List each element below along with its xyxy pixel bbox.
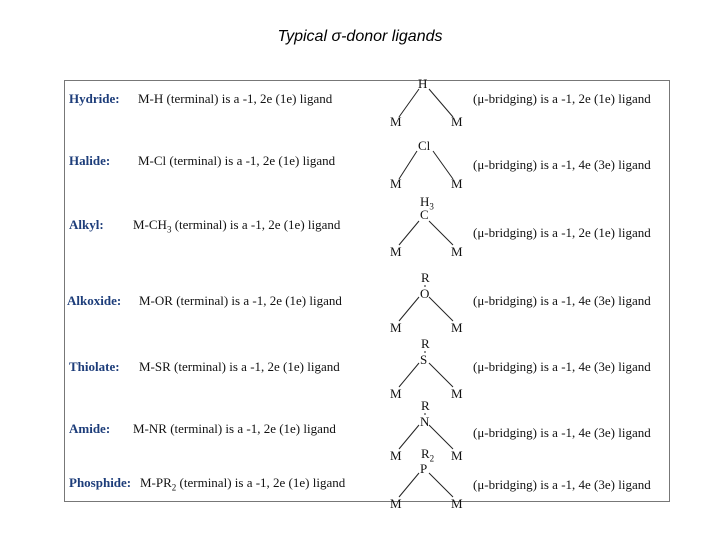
metal-left-label: M	[390, 176, 402, 191]
ligand-row-thiolate: Thiolate: M-SR (terminal) is a -1, 2e (1…	[65, 337, 669, 419]
bridge-bonds	[398, 88, 454, 118]
metal-right-label: M	[451, 386, 463, 401]
metal-right-label: M	[451, 244, 463, 259]
metal-left-label: M	[390, 244, 402, 259]
ligand-name: Thiolate:	[69, 359, 120, 374]
ligand-name: Alkyl:	[69, 217, 104, 232]
bridging-structure: M M H	[385, 76, 465, 131]
bridge-atom-label: C	[420, 207, 429, 222]
bridge-bonds	[398, 220, 454, 246]
ligand-name: Alkoxide:	[67, 293, 122, 308]
metal-left-label: M	[390, 448, 402, 463]
bridge-bonds	[398, 351, 454, 388]
bridging-structure: M M R O	[385, 271, 465, 335]
bridge-atom-label: O	[420, 286, 430, 301]
bridging-structure: M M R S	[385, 337, 465, 401]
bridge-bonds	[398, 413, 454, 450]
bridging-description: (μ-bridging) is a -1, 4e (3e) ligand	[473, 293, 651, 308]
substituent-label: R	[421, 398, 430, 413]
metal-left-label: M	[390, 320, 402, 335]
bridging-structure: M M Cl	[385, 138, 465, 193]
bridging-structure: M M H3 C	[385, 195, 465, 259]
terminal-description: M-CH3 (terminal) is a -1, 2e (1e) ligand	[133, 217, 341, 235]
bridge-atom-label: Cl	[418, 138, 431, 153]
ligand-row-phosphide: Phosphide: M-PR2 (terminal) is a -1, 2e …	[65, 447, 669, 535]
bridging-description: (μ-bridging) is a -1, 4e (3e) ligand	[473, 477, 651, 492]
bridging-structure: M M R2 P	[385, 447, 465, 515]
ligand-row-halide: Halide: M-Cl (terminal) is a -1, 2e (1e)…	[65, 139, 669, 213]
bridge-bonds	[398, 285, 454, 322]
ligand-name: Amide:	[69, 421, 111, 436]
metal-left-label: M	[390, 496, 402, 511]
ligand-name: Hydride:	[69, 91, 120, 106]
ligand-row-amide: Amide: M-NR (terminal) is a -1, 2e (1e) …	[65, 399, 669, 481]
substituent-label: R2	[421, 446, 435, 464]
ligand-row-alkyl: Alkyl: M-CH3 (terminal) is a -1, 2e (1e)…	[65, 195, 669, 277]
bridging-structure: M M R N	[385, 399, 465, 463]
substituent-label: R	[421, 336, 430, 351]
slide-title: Typical σ-donor ligands	[277, 28, 443, 45]
terminal-description: M-OR (terminal) is a -1, 2e (1e) ligand	[139, 293, 342, 308]
substituent-label: R	[421, 270, 430, 285]
terminal-description: M-SR (terminal) is a -1, 2e (1e) ligand	[139, 359, 340, 374]
bridge-bonds	[398, 150, 454, 180]
metal-right-label: M	[451, 496, 463, 511]
ligand-name: Phosphide:	[69, 475, 132, 490]
terminal-description: M-NR (terminal) is a -1, 2e (1e) ligand	[133, 421, 336, 436]
bridge-atom-label: P	[420, 461, 428, 476]
ligand-row-alkoxide: Alkoxide: M-OR (terminal) is a -1, 2e (1…	[65, 271, 669, 353]
bridging-description: (μ-bridging) is a -1, 4e (3e) ligand	[473, 425, 651, 440]
substituent-label: H3	[420, 194, 434, 212]
bridge-atom-label: S	[420, 352, 428, 367]
metal-left-label: M	[390, 386, 402, 401]
bridging-description: (μ-bridging) is a -1, 4e (3e) ligand	[473, 157, 651, 172]
ligand-row-hydride: Hydride: M-H (terminal) is a -1, 2e (1e)…	[65, 77, 669, 151]
bridge-bonds	[398, 472, 454, 498]
bridge-atom-label: N	[420, 414, 430, 429]
metal-right-label: M	[451, 114, 463, 129]
ligand-table: Hydride: M-H (terminal) is a -1, 2e (1e)…	[64, 77, 670, 510]
metal-right-label: M	[451, 320, 463, 335]
bridging-description: (μ-bridging) is a -1, 4e (3e) ligand	[473, 359, 651, 374]
metal-right-label: M	[451, 176, 463, 191]
metal-left-label: M	[390, 114, 402, 129]
bridging-description: (μ-bridging) is a -1, 2e (1e) ligand	[473, 225, 651, 240]
terminal-description: M-Cl (terminal) is a -1, 2e (1e) ligand	[138, 153, 336, 168]
metal-right-label: M	[451, 448, 463, 463]
ligand-name: Halide:	[69, 153, 111, 168]
terminal-description: M-PR2 (terminal) is a -1, 2e (1e) ligand	[140, 475, 346, 493]
terminal-description: M-H (terminal) is a -1, 2e (1e) ligand	[138, 91, 333, 106]
bridging-description: (μ-bridging) is a -1, 2e (1e) ligand	[473, 91, 651, 106]
bridge-atom-label: H	[418, 76, 428, 91]
